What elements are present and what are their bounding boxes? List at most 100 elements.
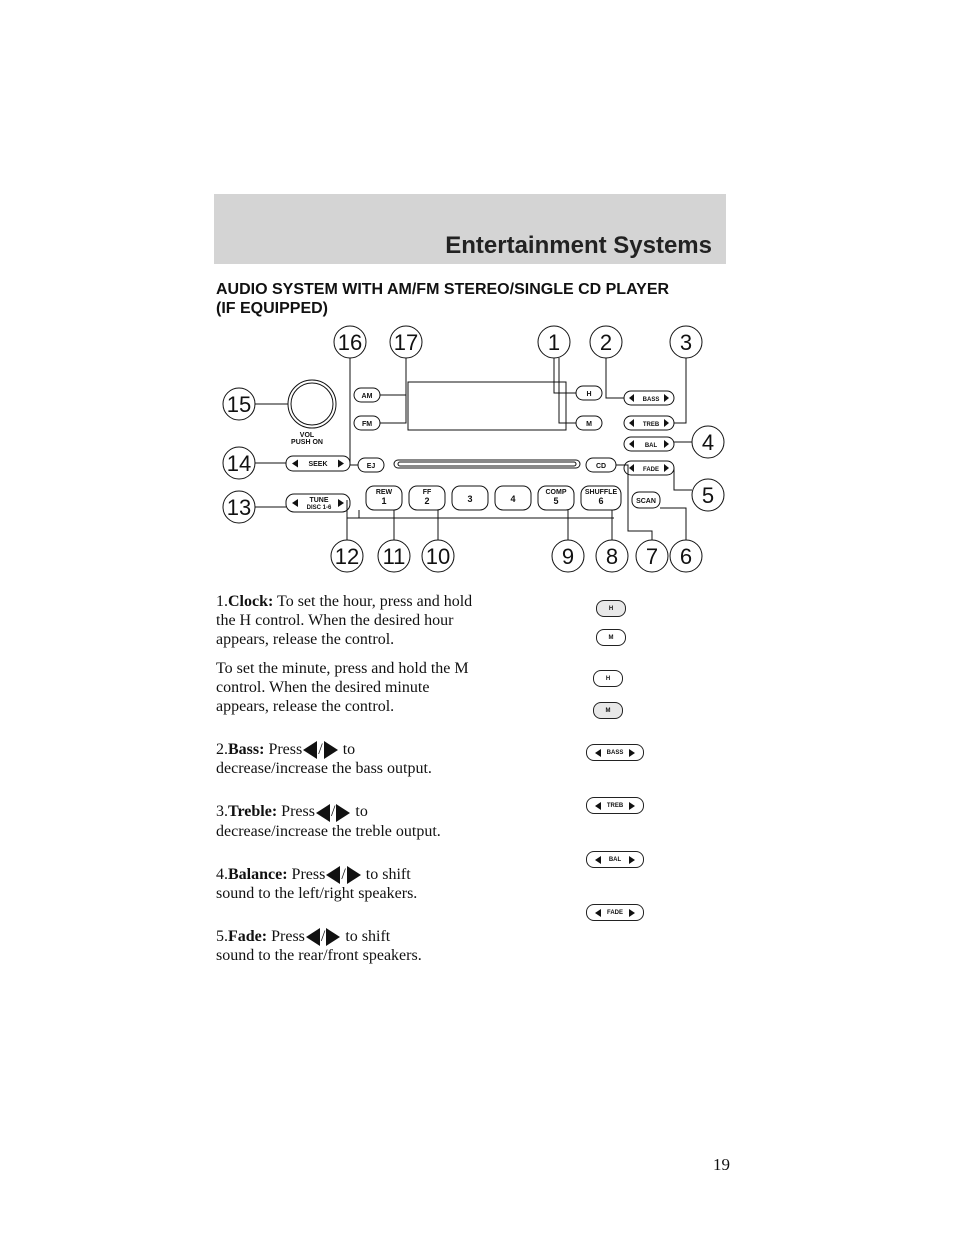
callout-11-label: 11 — [383, 544, 406, 569]
fade-button-icon: FADE — [586, 904, 644, 921]
callout-12-label: 12 — [335, 544, 359, 569]
bass-heading: Bass: — [228, 741, 265, 758]
fade-tail: to shift — [345, 927, 391, 945]
balance-heading: Balance: — [228, 865, 288, 883]
ff-label: FF — [423, 489, 432, 496]
header-bar: Entertainment Systems — [214, 194, 726, 264]
treble-heading: Treble: — [228, 803, 278, 821]
bass-left-arrow-icon — [629, 394, 634, 402]
callout-9-label: 9 — [562, 544, 574, 569]
minute-paragraph: To set the minute, press and hold the M … — [216, 660, 469, 715]
disc-label: DISC 1-6 — [307, 505, 332, 511]
bass-tail: to — [342, 741, 356, 758]
ej-label: EJ — [367, 463, 376, 470]
callout-1-label: 1 — [548, 330, 560, 355]
treble-press: Press — [281, 803, 315, 821]
m-label: M — [586, 421, 592, 428]
section-title-line2: (IF EQUIPPED) — [216, 300, 329, 317]
balance-press: Press — [291, 865, 326, 883]
push-on-label: PUSH ON — [291, 439, 323, 446]
treb-button-icon: TREB — [586, 797, 644, 814]
preset-3-button — [451, 485, 489, 511]
preset-5-button — [537, 485, 575, 511]
preset-5-label: 5 — [553, 496, 558, 506]
page-header-title: Entertainment Systems — [445, 232, 712, 259]
clock-paragraph: 1.Clock: To set the hour, press and hold… — [216, 592, 486, 649]
callout-15-label: 15 — [227, 392, 251, 417]
preset-4-button — [494, 485, 532, 511]
callout-8-label: 8 — [606, 544, 618, 569]
treble-slash: / — [330, 803, 336, 821]
clock-heading: Clock: — [228, 593, 274, 610]
treb-left-arrow-icon — [629, 419, 634, 427]
bal-left-arrow-icon — [629, 440, 634, 448]
h-label: H — [586, 391, 591, 398]
right-arrow-icon — [346, 865, 361, 884]
fade-left-arrow-icon — [629, 464, 634, 472]
preset-2-label: 2 — [424, 496, 429, 506]
tune-left-arrow-icon — [292, 499, 298, 507]
fm-label: FM — [362, 421, 372, 428]
bal-button — [623, 436, 675, 452]
callout-5 — [691, 478, 725, 512]
callout-14-label: 14 — [227, 451, 251, 476]
right-arrow-icon — [323, 741, 338, 760]
scan-label: SCAN — [636, 498, 656, 505]
fade-number: 5. — [216, 927, 228, 945]
treble-line2: decrease/increase the treble output. — [216, 822, 441, 840]
left-arrow-icon — [326, 865, 341, 884]
seek-right-arrow-icon — [338, 459, 344, 468]
fade-right-arrow-icon — [664, 464, 669, 472]
fade-line2: sound to the rear/front speakers. — [216, 947, 422, 965]
preset-1-button — [365, 485, 403, 511]
bal-label: BAL — [645, 443, 658, 449]
callout-4-label: 4 — [702, 430, 714, 455]
rew-label: REW — [376, 489, 393, 496]
callout-6-label: 6 — [680, 544, 692, 569]
radio-diagram: 16 17 1 2 3 15 4 14 13 5 12 11 10 9 8 7 … — [214, 318, 734, 580]
preset-6-label: 6 — [598, 496, 603, 506]
fade-slash: / — [320, 927, 326, 945]
right-arrow-icon — [336, 803, 351, 822]
bass-paragraph: 2.Bass: Press/ to decrease/increase the … — [216, 740, 486, 778]
bass-slash: / — [318, 741, 323, 758]
am-label: AM — [362, 393, 373, 400]
fade-label: FADE — [643, 467, 659, 473]
tune-button — [285, 493, 351, 513]
callout-7-label: 7 — [646, 544, 658, 569]
fade-heading: Fade: — [228, 927, 268, 945]
bass-label: BASS — [643, 397, 660, 403]
seek-label: SEEK — [308, 461, 327, 468]
clock-number: 1. — [216, 593, 228, 610]
balance-slash: / — [341, 865, 346, 883]
treb-right-arrow-icon — [664, 419, 669, 427]
balance-tail: to shift — [365, 865, 411, 883]
cd-label: CD — [596, 463, 606, 470]
callout-16-label: 16 — [338, 330, 362, 355]
preset-2-button — [408, 485, 446, 511]
preset-3-label: 3 — [467, 494, 472, 504]
comp-label: COMP — [546, 489, 567, 496]
bass-line2: decrease/increase the bass output. — [216, 760, 432, 778]
bass-button-icon: BASS — [586, 744, 644, 761]
cd-slot — [393, 459, 581, 469]
left-arrow-icon — [305, 928, 320, 947]
callout-13-label: 13 — [227, 495, 251, 520]
fade-press: Press — [271, 927, 305, 945]
preset-1-label: 1 — [381, 496, 386, 506]
tune-right-arrow-icon — [338, 499, 344, 507]
section-title: AUDIO SYSTEM WITH AM/FM STEREO/SINGLE CD… — [216, 280, 736, 318]
h-button-icon: H — [593, 670, 623, 687]
bass-right-arrow-icon — [664, 394, 669, 402]
right-arrow-icon — [326, 928, 341, 947]
preset-6-button — [580, 485, 622, 511]
callout-10-label: 10 — [426, 544, 450, 569]
vol-label: VOL — [300, 432, 315, 439]
treble-number: 3. — [216, 803, 228, 821]
treble-paragraph: 3.Treble: Press/ to decrease/increase th… — [216, 802, 486, 840]
seek-left-arrow-icon — [292, 459, 298, 468]
m-button-icon: M — [596, 629, 626, 646]
left-arrow-icon — [315, 803, 330, 822]
fade-paragraph: 5.Fade: Press / to shift sound to the rea… — [216, 927, 486, 965]
clock-text: To set the hour, press and hold the H co… — [216, 593, 473, 648]
